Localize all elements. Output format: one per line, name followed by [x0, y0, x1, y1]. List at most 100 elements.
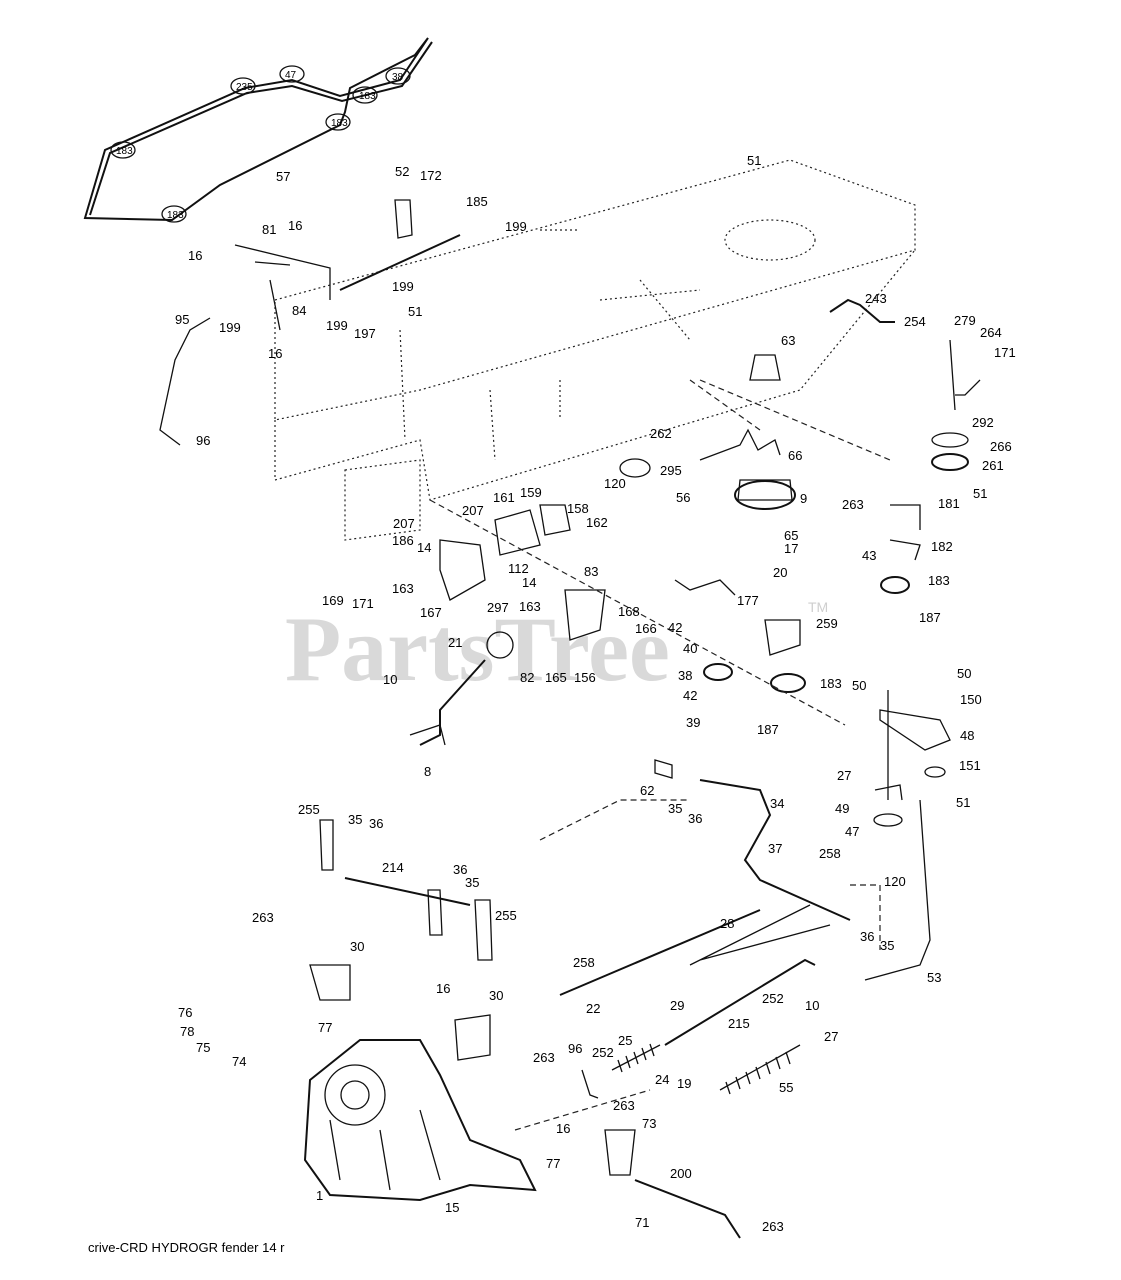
callout: 261 [982, 458, 1004, 473]
callout: 252 [592, 1045, 614, 1060]
callout: 197 [354, 326, 376, 341]
callout: 47 [845, 824, 859, 839]
callout: 161 [493, 490, 515, 505]
callout: 53 [927, 970, 941, 985]
frame-outline [274, 159, 916, 541]
watermark: PartsTree [285, 598, 670, 700]
callout: 57 [276, 169, 290, 184]
callout: 214 [382, 860, 404, 875]
callout: 42 [683, 688, 697, 703]
callout: 71 [635, 1215, 649, 1230]
callout: 28 [720, 916, 734, 931]
pulley [230, 77, 256, 95]
callout: 150 [960, 692, 982, 707]
callout: 10 [383, 672, 397, 687]
callout: 16 [556, 1121, 570, 1136]
callout: 19 [677, 1076, 691, 1091]
callout: 49 [835, 801, 849, 816]
callout: 163 [392, 581, 414, 596]
callout: 207 [462, 503, 484, 518]
callout: 35 [880, 938, 894, 953]
callout: 159 [520, 485, 542, 500]
callout: 199 [505, 219, 527, 234]
pulley [385, 67, 411, 85]
callout: 36 [453, 862, 467, 877]
callout: 8 [424, 764, 431, 779]
callout: 63 [781, 333, 795, 348]
callout: 50 [852, 678, 866, 693]
callout: 263 [252, 910, 274, 925]
callout: 84 [292, 303, 306, 318]
callout: 30 [489, 988, 503, 1003]
callout: 40 [683, 641, 697, 656]
callout: 263 [842, 497, 864, 512]
callout: 66 [788, 448, 802, 463]
callout: 262 [650, 426, 672, 441]
callout: 297 [487, 600, 509, 615]
callout: 243 [865, 291, 887, 306]
pulley [352, 86, 378, 104]
callout: 96 [196, 433, 210, 448]
callout: 82 [520, 670, 534, 685]
callout: 258 [573, 955, 595, 970]
callout: 181 [938, 496, 960, 511]
callout: 158 [567, 501, 589, 516]
pulley [161, 205, 187, 223]
callout: 75 [196, 1040, 210, 1055]
belt-label: 47 [285, 70, 297, 81]
callout: 292 [972, 415, 994, 430]
callout: 95 [175, 312, 189, 327]
callout: 42 [668, 620, 682, 635]
callout: 51 [973, 486, 987, 501]
belt-label: 235 [236, 82, 253, 93]
callout: 172 [420, 168, 442, 183]
callout: 171 [994, 345, 1016, 360]
callout: 166 [635, 621, 657, 636]
callout: 81 [262, 222, 276, 237]
callout: 266 [990, 439, 1012, 454]
belt-label: 183 [331, 118, 348, 129]
callout: 14 [417, 540, 431, 555]
callout: 165 [545, 670, 567, 685]
callout: 22 [586, 1001, 600, 1016]
callout: 21 [448, 635, 462, 650]
callout: 171 [352, 596, 374, 611]
callout: 162 [586, 515, 608, 530]
belt-label: 38 [392, 72, 404, 83]
callout-labels: 52 172 185 199 51 16 81 16 199 51 84 199… [175, 153, 1016, 1234]
callout: 112 [508, 561, 529, 576]
callout: 39 [686, 715, 700, 730]
callout: 14 [522, 575, 536, 590]
callout: 35 [668, 801, 682, 816]
callout: 77 [546, 1156, 560, 1171]
callout: 56 [676, 490, 690, 505]
callout: 199 [392, 279, 414, 294]
callout: 279 [954, 313, 976, 328]
callout: 38 [678, 668, 692, 683]
callout: 264 [980, 325, 1002, 340]
callout: 120 [884, 874, 906, 889]
belt-label: 183 [359, 91, 376, 102]
callout: 78 [180, 1024, 194, 1039]
callout: 74 [232, 1054, 246, 1069]
callout: 83 [584, 564, 598, 579]
callout: 186 [392, 533, 414, 548]
callout: 259 [816, 616, 838, 631]
callout: 77 [318, 1020, 332, 1035]
callout: 24 [655, 1072, 669, 1087]
callout: 183 [928, 573, 950, 588]
pulley [279, 65, 305, 83]
callout: 215 [728, 1016, 750, 1031]
diagram-footer: crive-CRD HYDROGR fender 14 r [88, 1240, 285, 1255]
callout: 62 [640, 783, 654, 798]
callout: 120 [604, 476, 626, 491]
pulley [325, 113, 351, 131]
callout: 263 [613, 1098, 635, 1113]
callout: 73 [642, 1116, 656, 1131]
callout: 50 [957, 666, 971, 681]
callout: 37 [768, 841, 782, 856]
callout: 199 [326, 318, 348, 333]
callout: 199 [219, 320, 241, 335]
callout: 51 [408, 304, 422, 319]
